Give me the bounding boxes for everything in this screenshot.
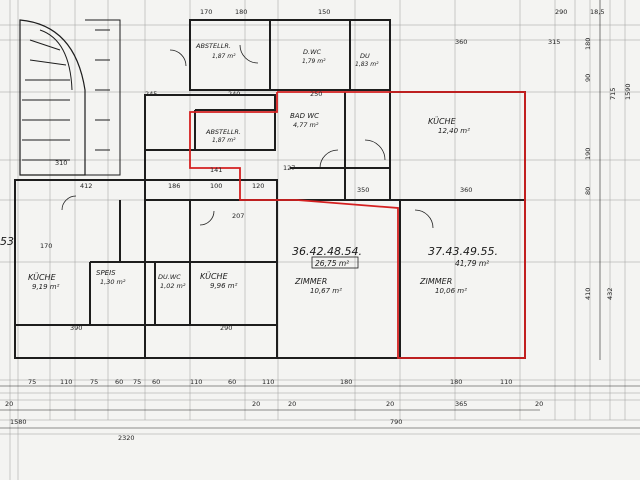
room-area: 1,87 m² bbox=[212, 137, 236, 144]
dim-right: 190 bbox=[584, 148, 592, 160]
room-name: D.WC bbox=[303, 48, 321, 56]
dim-middle: 350 bbox=[357, 186, 369, 194]
room-area: 1,30 m² bbox=[100, 278, 126, 286]
dim-bottom: 75 bbox=[133, 378, 141, 386]
room-area: 10,06 m² bbox=[435, 287, 467, 295]
room-name: ABSTELLR. bbox=[205, 128, 241, 136]
dim-bottom-sub: 20 bbox=[386, 400, 394, 408]
dimension-text: 170 180 150 360 315 290 18,5 245 240 250… bbox=[5, 8, 632, 442]
dim-lower: 170 bbox=[40, 242, 52, 250]
dim-right: 432 bbox=[606, 288, 614, 300]
dim-bottom-sub: 20 bbox=[252, 400, 260, 408]
dim-top: 180 bbox=[235, 8, 247, 16]
room-name: KÜCHE bbox=[428, 116, 457, 126]
dim-bottom: 75 bbox=[28, 378, 36, 386]
room-area: 4,77 m² bbox=[293, 121, 319, 129]
dim-bottom: 180 bbox=[450, 378, 462, 386]
unit-area-right: 41,79 m² bbox=[455, 259, 489, 268]
room-area: 1,79 m² bbox=[302, 58, 326, 65]
left-unit-walls bbox=[14, 150, 278, 359]
dim-middle: 360 bbox=[460, 186, 472, 194]
dim-lower: 290 bbox=[220, 324, 232, 332]
room-area: 10,67 m² bbox=[310, 287, 342, 295]
dimension-lines bbox=[0, 0, 640, 429]
door-swings bbox=[61, 44, 434, 229]
dim-overall: 1580 bbox=[10, 418, 27, 426]
room-labels: KÜCHE 9,19 m² SPEIS 1,30 m² DU.WC 1,02 m… bbox=[28, 42, 470, 295]
room-name: ZIMMER bbox=[419, 277, 452, 286]
dim-top: 18,5 bbox=[590, 8, 604, 16]
room-name: BAD WC bbox=[290, 112, 319, 120]
dim-top: 315 bbox=[548, 38, 560, 46]
room-name: KÜCHE bbox=[28, 272, 57, 282]
dim-overall: 2320 bbox=[118, 434, 135, 442]
unit-number-right: 37.43.49.55. bbox=[428, 245, 498, 258]
edge-label: 53. bbox=[0, 235, 18, 248]
room-area: 1,83 m² bbox=[355, 61, 379, 68]
dim-bottom: 60 bbox=[228, 378, 236, 386]
room-name: ZIMMER bbox=[294, 277, 327, 286]
room-name: SPEIS bbox=[96, 269, 116, 277]
dim-overall: 790 bbox=[390, 418, 402, 426]
dim-middle: 310 bbox=[55, 159, 67, 167]
unit-highlight-outline bbox=[189, 91, 526, 359]
dim-middle: 120 bbox=[252, 182, 264, 190]
dim-right: 1590 bbox=[624, 83, 632, 100]
dim-right: 715 bbox=[609, 88, 617, 100]
room-name: DU bbox=[360, 52, 370, 60]
dim-middle: 186 bbox=[168, 182, 180, 190]
dim-bottom: 110 bbox=[190, 378, 202, 386]
dim-bottom-sub: 365 bbox=[455, 400, 467, 408]
dim-middle: 412 bbox=[80, 182, 92, 190]
dim-middle: 100 bbox=[210, 182, 222, 190]
dim-upper: 250 bbox=[310, 90, 322, 98]
dim-right: 180 bbox=[584, 38, 592, 50]
unit-area-left: 26,75 m² bbox=[315, 259, 349, 268]
dim-bottom: 110 bbox=[262, 378, 274, 386]
room-area: 9,19 m² bbox=[32, 283, 60, 291]
dim-right: 90 bbox=[584, 74, 592, 82]
dim-bottom-sub: 20 bbox=[535, 400, 543, 408]
dim-top: 150 bbox=[318, 8, 330, 16]
dim-top: 170 bbox=[200, 8, 212, 16]
unit-number-left: 36.42.48.54. bbox=[292, 245, 362, 258]
room-area: 9,96 m² bbox=[210, 282, 238, 290]
dim-upper: 240 bbox=[228, 90, 240, 98]
dim-bottom: 60 bbox=[115, 378, 123, 386]
dim-middle: 141 bbox=[210, 166, 222, 174]
dim-right: 410 bbox=[584, 288, 592, 300]
dim-bottom-sub: 20 bbox=[288, 400, 296, 408]
room-name: KÜCHE bbox=[200, 271, 229, 281]
dim-top: 290 bbox=[555, 8, 567, 16]
dim-top: 360 bbox=[455, 38, 467, 46]
room-name: DU.WC bbox=[158, 273, 181, 281]
dim-bottom: 110 bbox=[60, 378, 72, 386]
staircase bbox=[19, 19, 121, 176]
dim-lower: 207 bbox=[232, 212, 244, 220]
room-area: 12,40 m² bbox=[438, 127, 470, 135]
dim-upper: 245 bbox=[145, 90, 157, 98]
dim-bottom: 180 bbox=[340, 378, 352, 386]
dim-bottom: 75 bbox=[90, 378, 98, 386]
dim-bottom: 60 bbox=[152, 378, 160, 386]
room-name: ABSTELLR. bbox=[195, 42, 231, 50]
dim-bottom-sub: 20 bbox=[5, 400, 13, 408]
unit-labels: 36.42.48.54. 26,75 m² 37.43.49.55. 41,79… bbox=[0, 235, 498, 269]
room-area: 1,02 m² bbox=[160, 282, 186, 290]
dim-middle: 127 bbox=[283, 164, 295, 172]
dim-right: 80 bbox=[584, 187, 592, 195]
dim-bottom: 110 bbox=[500, 378, 512, 386]
dim-lower: 390 bbox=[70, 324, 82, 332]
room-area: 1,87 m² bbox=[212, 53, 236, 60]
